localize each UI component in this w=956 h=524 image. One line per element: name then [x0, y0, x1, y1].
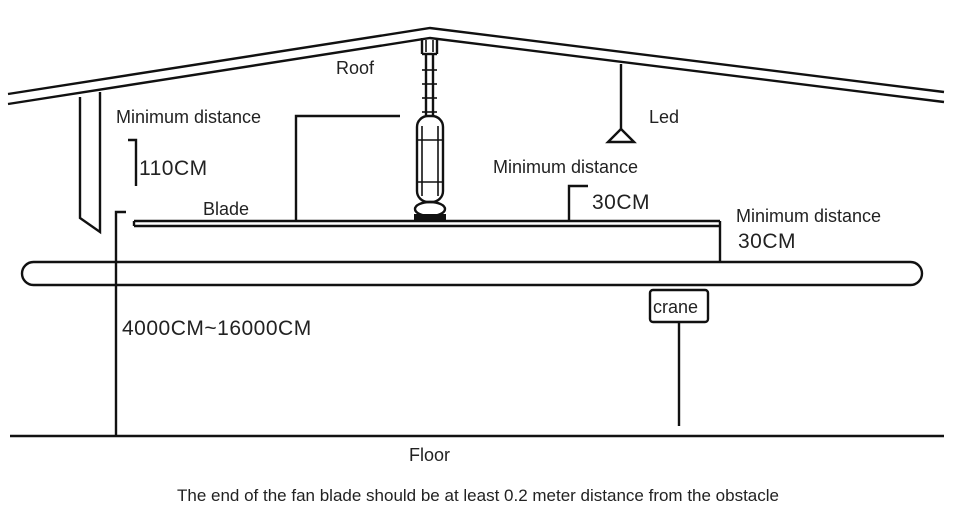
fan-mount — [420, 38, 439, 56]
fan-motor — [413, 114, 447, 220]
min-distance-right-label: Minimum distance — [736, 206, 881, 226]
led-label: Led — [649, 107, 679, 127]
dist-30-right-label: 30CM — [738, 230, 796, 253]
crane-rail — [20, 260, 924, 287]
min-distance-top-label: Minimum distance — [116, 107, 261, 127]
caption-text: The end of the fan blade should be at le… — [177, 486, 779, 505]
height-range-label: 4000CM~16000CM — [122, 317, 312, 340]
fan-downrod — [422, 54, 437, 116]
fan-blade — [132, 219, 720, 228]
dist-110-label: 110CM — [139, 157, 208, 180]
crane-unit — [648, 288, 710, 426]
roof-outline — [7, 26, 945, 106]
dist-110-marker — [128, 138, 138, 186]
blade-label: Blade — [203, 199, 249, 219]
min-distance-mid-label: Minimum distance — [493, 157, 638, 177]
min-distance-mid-leader — [567, 184, 588, 220]
min-distance-top-leader — [294, 114, 400, 220]
floor-label: Floor — [409, 445, 450, 465]
left-wall-bracket — [78, 92, 102, 235]
height-range-marker — [114, 210, 126, 435]
roof-label: Roof — [336, 58, 375, 78]
dist-30-mid-label: 30CM — [592, 191, 650, 214]
led-lamp — [605, 64, 637, 144]
crane-label: crane — [653, 297, 698, 317]
